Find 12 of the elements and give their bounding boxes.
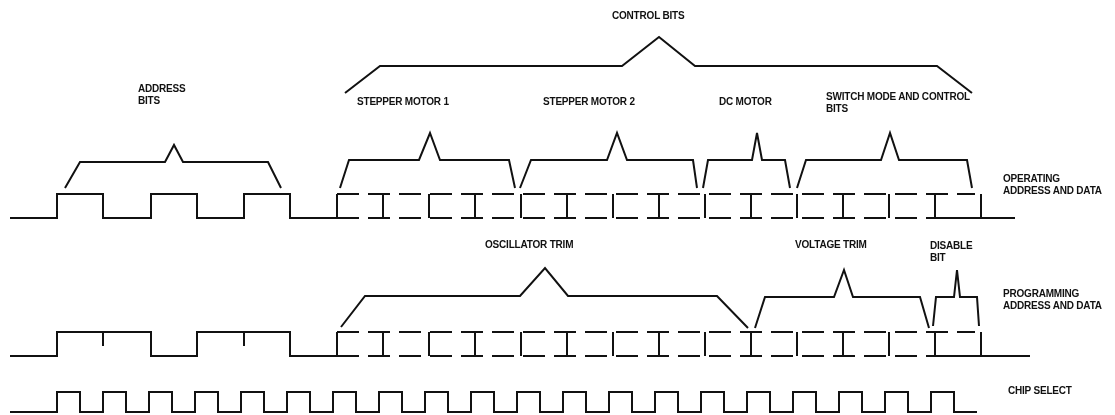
signal-label: CHIP SELECT: [1008, 385, 1073, 397]
signal-label: VOLTAGE TRIM: [795, 239, 868, 251]
signal-label: SWITCH MODE AND CONTROL BITS: [826, 91, 971, 115]
signal-label: STEPPER MOTOR 2: [543, 96, 636, 108]
signal-label: OSCILLATOR TRIM: [485, 239, 575, 251]
signal-label: ADDRESS BITS: [138, 83, 187, 107]
signal-label: STEPPER MOTOR 1: [357, 96, 450, 108]
signal-label: OPERATING ADDRESS AND DATA: [1003, 173, 1103, 197]
signal-label: DISABLE BIT: [930, 240, 974, 264]
signal-label: DC MOTOR: [719, 96, 773, 108]
signal-label: PROGRAMMING ADDRESS AND DATA: [1003, 288, 1103, 312]
signal-label: CONTROL BITS: [612, 10, 686, 22]
